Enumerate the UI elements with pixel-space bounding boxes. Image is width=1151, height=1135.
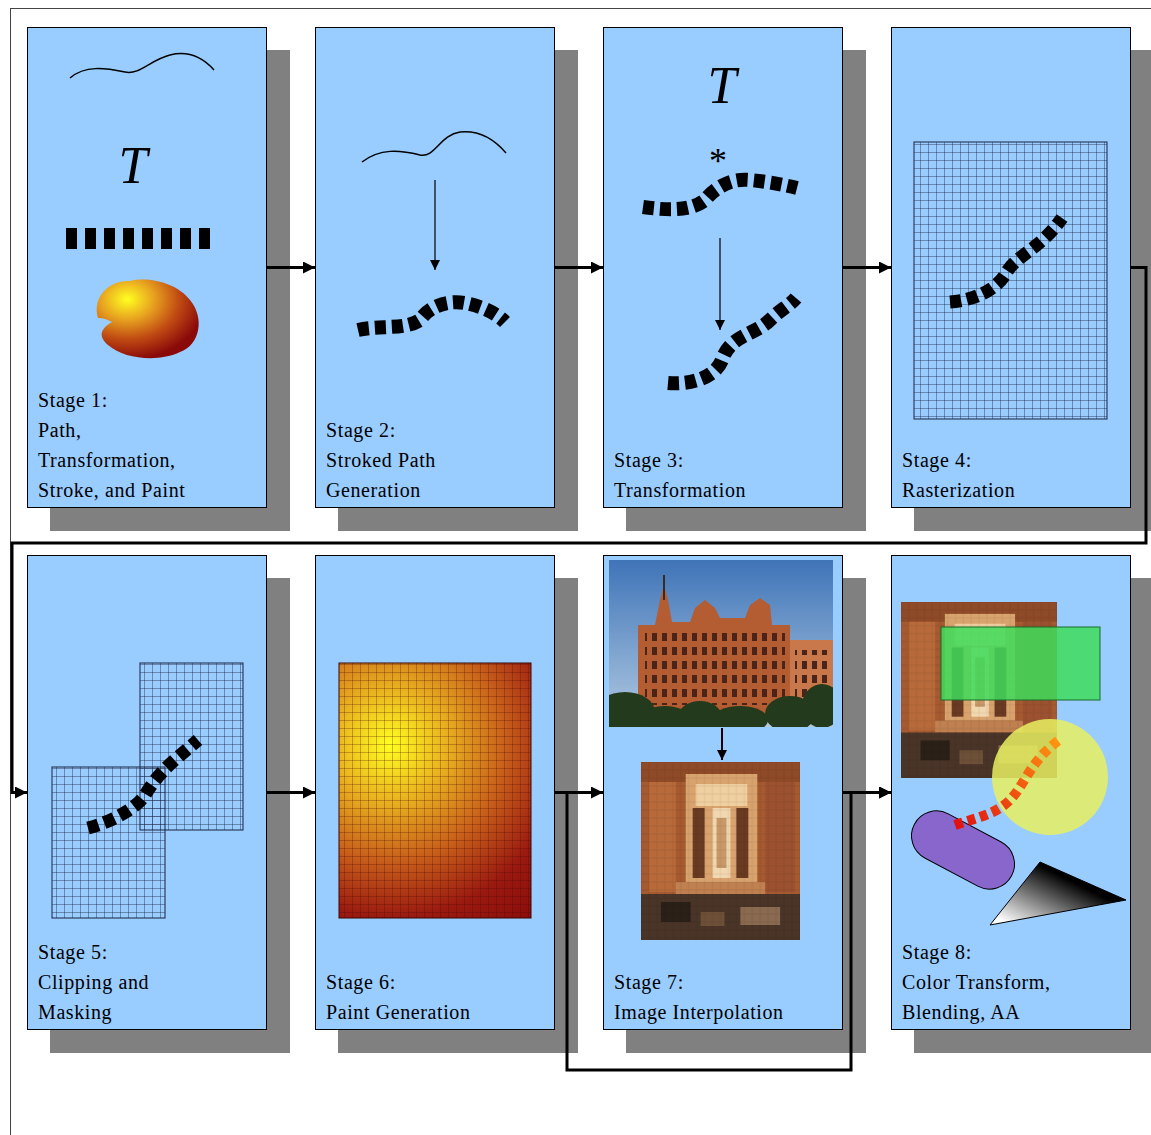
box-fill [315,27,555,508]
stage-title: Color Transform, Blending, AA [902,967,1087,1027]
flow-arrow [267,791,315,794]
stage7-art [595,560,842,940]
stage-number: Stage 7: [614,967,842,997]
green-rect [941,627,1100,700]
stage-title: Transformation [614,475,839,505]
yellow-circle [992,719,1108,835]
path-curve [362,132,506,162]
stage-caption: Stage 7:Image Interpolation [614,967,842,1027]
stage-caption: Stage 4:Rasterization [902,445,1127,505]
stage3-art [643,180,797,384]
box-fill [27,27,267,508]
pixel-grid [914,142,1107,419]
box-fill [603,27,843,508]
interpolated-image [641,762,800,940]
stroke-dash-row [66,228,210,249]
stage-box: Stage 5:Clipping and Masking [27,555,267,1030]
symbol-label: * [709,143,727,179]
stage6-art [339,663,531,918]
box-fill [891,27,1131,508]
stage-caption: Stage 3:Transformation [614,445,839,505]
stage-caption: Stage 6:Paint Generation [326,967,551,1027]
stage-number: Stage 4: [902,445,1127,475]
paint-grid [339,663,531,918]
gradient-triangle [990,862,1126,925]
stage-number: Stage 5: [38,937,223,967]
stage-box: Stage 2:Stroked Path Generation [315,27,555,508]
symbol-label: T [119,140,148,192]
stage-caption: Stage 2:Stroked Path Generation [326,415,511,505]
colored-path [955,738,1062,825]
down-arrow [721,728,723,760]
stage-number: Stage 2: [326,415,511,445]
paint-blob [97,280,199,359]
building-photo [609,560,833,727]
stage-box: Stage 8:Color Transform, Blending, AA [891,555,1131,1030]
stage-title: Rasterization [902,475,1127,505]
stage-title: Image Interpolation [614,997,842,1027]
stage-number: Stage 1: [38,385,223,415]
stage-box: Stage 4:Rasterization [891,27,1131,508]
symbol-label: T [708,60,737,112]
down-arrow [434,180,435,270]
stage-box: Stage 1:Path, Transformation, Stroke, an… [27,27,267,508]
stage-box: Stage 7:Image Interpolation [603,555,843,1030]
stroked-path [358,302,505,330]
flow-arrow [12,268,1146,793]
stage2-art [358,132,506,330]
purple-capsule [903,802,1024,898]
rasterized-path [950,218,1062,302]
flow-arrow [843,266,891,269]
stage-caption: Stage 1:Path, Transformation, Stroke, an… [38,385,223,505]
box-fill [891,555,1131,1030]
stage1-art [66,54,214,359]
down-arrow [719,238,720,330]
box-fill [315,555,555,1030]
flow-arrow [267,266,315,269]
stage-box: Stage 6:Paint Generation [315,555,555,1030]
flow-arrow [555,793,891,1071]
transformed-path [668,298,796,383]
stage-title: Paint Generation [326,997,551,1027]
stage4-art [914,142,1107,419]
stage5-art [52,663,243,918]
paint-gradient [339,663,531,918]
outer-frame [11,9,1151,1135]
stroked-path [643,180,797,210]
stage8-art [901,602,1126,925]
stage-caption: Stage 5:Clipping and Masking [38,937,223,1027]
box-fills [27,27,1131,1030]
box-fill [27,555,267,1030]
path-curve [70,54,214,78]
flow-arrow [555,266,603,269]
clipped-path [88,740,198,828]
stage-caption: Stage 8:Color Transform, Blending, AA [902,937,1087,1027]
box-fill [603,555,843,1030]
stage-number: Stage 6: [326,967,551,997]
stage-title: Clipping and Masking [38,967,223,1027]
stage-title: Path, Transformation, Stroke, and Paint [38,415,223,505]
stage-title: Stroked Path Generation [326,445,511,505]
stage-number: Stage 3: [614,445,839,475]
stage-number: Stage 8: [902,937,1087,967]
